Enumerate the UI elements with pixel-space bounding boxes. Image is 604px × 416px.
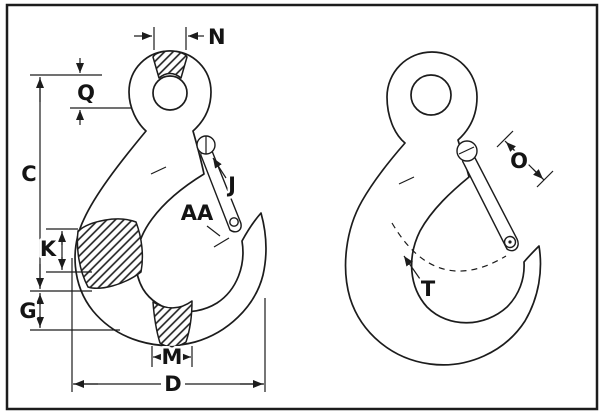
dim-label-g: G [19,299,36,323]
section-bottom-hatch [152,300,193,348]
latch-pin-side [456,140,478,162]
dim-label-m: M [162,345,183,369]
dim-label-d: D [164,372,181,396]
dimension-q [30,58,131,125]
hook-side-view [344,51,542,366]
section-throat-hatch [76,218,144,289]
dimension-g [30,293,120,331]
section-eye-top-hatch [152,50,188,79]
dimension-k [46,228,92,273]
dim-label-q: Q [77,81,95,105]
dim-label-c: C [21,162,36,186]
dimension-n [134,27,204,50]
dimension-c [30,77,92,292]
leader-j [212,157,227,179]
dim-label-k: K [40,237,57,261]
eye-hole-side [410,74,452,116]
latch-end-tick-front [213,237,230,248]
leader-aa [206,225,221,237]
latch-rivet-hole-front [229,217,239,227]
dim-label-n: N [208,25,226,49]
dim-label-t: T [421,277,436,301]
dim-label-aa: AA [181,201,214,225]
latch-rivet-dot [508,240,512,244]
dimension-o [496,130,554,188]
latch-pin-slot-side [458,146,475,155]
shank-tick-front [150,166,167,175]
eye-hole-front [152,75,188,111]
hook-front-view [74,50,267,348]
dim-label-j: J [226,173,236,197]
shank-tick-side [398,176,415,185]
latch-swing-arc [391,222,507,272]
dimension-d [71,258,266,392]
dimension-m [151,346,193,367]
dim-label-o: O [510,149,528,173]
leader-t [403,255,421,280]
